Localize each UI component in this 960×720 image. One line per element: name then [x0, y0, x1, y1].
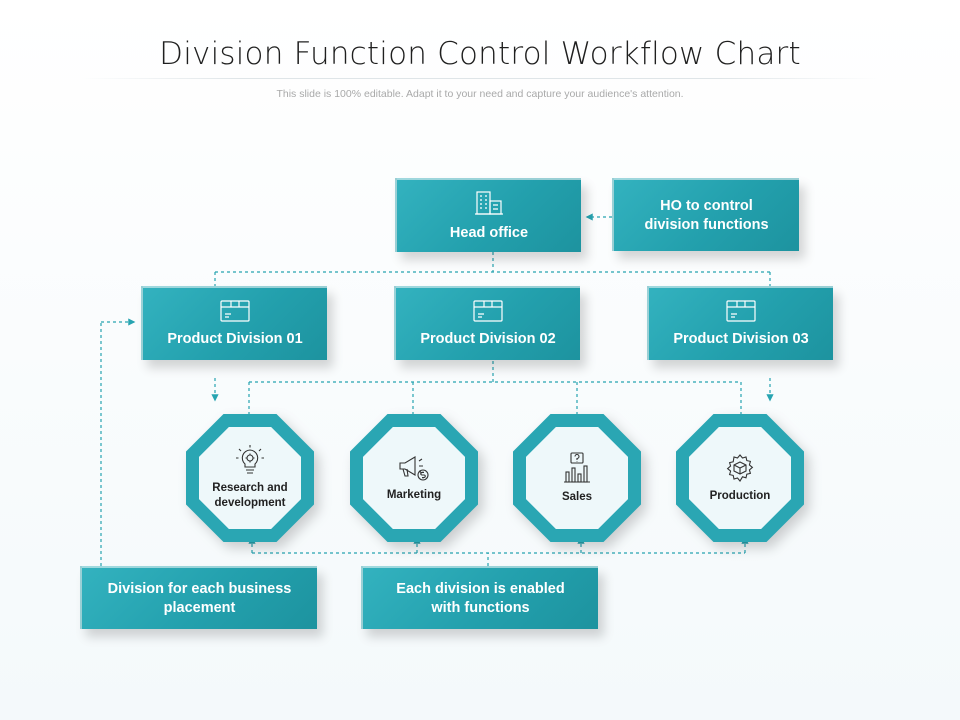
division-label: Product Division 01: [167, 330, 303, 347]
box-icon: [473, 299, 503, 322]
product-division-03: Product Division 03: [647, 286, 833, 360]
division-label: Product Division 03: [673, 330, 809, 347]
division-label: Product Division 02: [420, 330, 556, 347]
note-label: Division for each business placement: [107, 580, 292, 616]
lightbulb-gear-icon: [236, 445, 264, 475]
note-division-placement: Division for each business placement: [80, 566, 317, 629]
head-office-label: Head office: [449, 224, 529, 241]
page-title: Division Function Control Workflow Chart: [159, 36, 801, 72]
title-divider: [80, 78, 880, 79]
function-label: Marketing: [386, 488, 442, 501]
function-marketing: Marketing: [350, 414, 478, 542]
head-office-box: Head office: [395, 178, 581, 252]
box-icon: [220, 299, 250, 322]
bar-chart-icon: [562, 451, 592, 484]
ho-note-box: HO to control division functions: [612, 178, 799, 251]
megaphone-dollar-icon: [398, 454, 430, 482]
function-research-development: Research and development: [186, 414, 314, 542]
function-sales: Sales: [513, 414, 641, 542]
note-label: Each division is enabled with functions: [396, 580, 565, 616]
ho-note-label: HO to control division functions: [644, 197, 769, 233]
function-production: Production: [676, 414, 804, 542]
gear-cube-icon: [725, 453, 755, 483]
product-division-01: Product Division 01: [141, 286, 327, 360]
page-subtitle: This slide is 100% editable. Adapt it to…: [276, 88, 684, 100]
building-icon: [474, 190, 504, 216]
function-label: Sales: [561, 490, 593, 503]
function-label: Research and development: [212, 482, 288, 509]
box-icon: [726, 299, 756, 322]
note-division-functions: Each division is enabled with functions: [361, 566, 598, 629]
product-division-02: Product Division 02: [394, 286, 580, 360]
function-label: Production: [709, 489, 771, 502]
